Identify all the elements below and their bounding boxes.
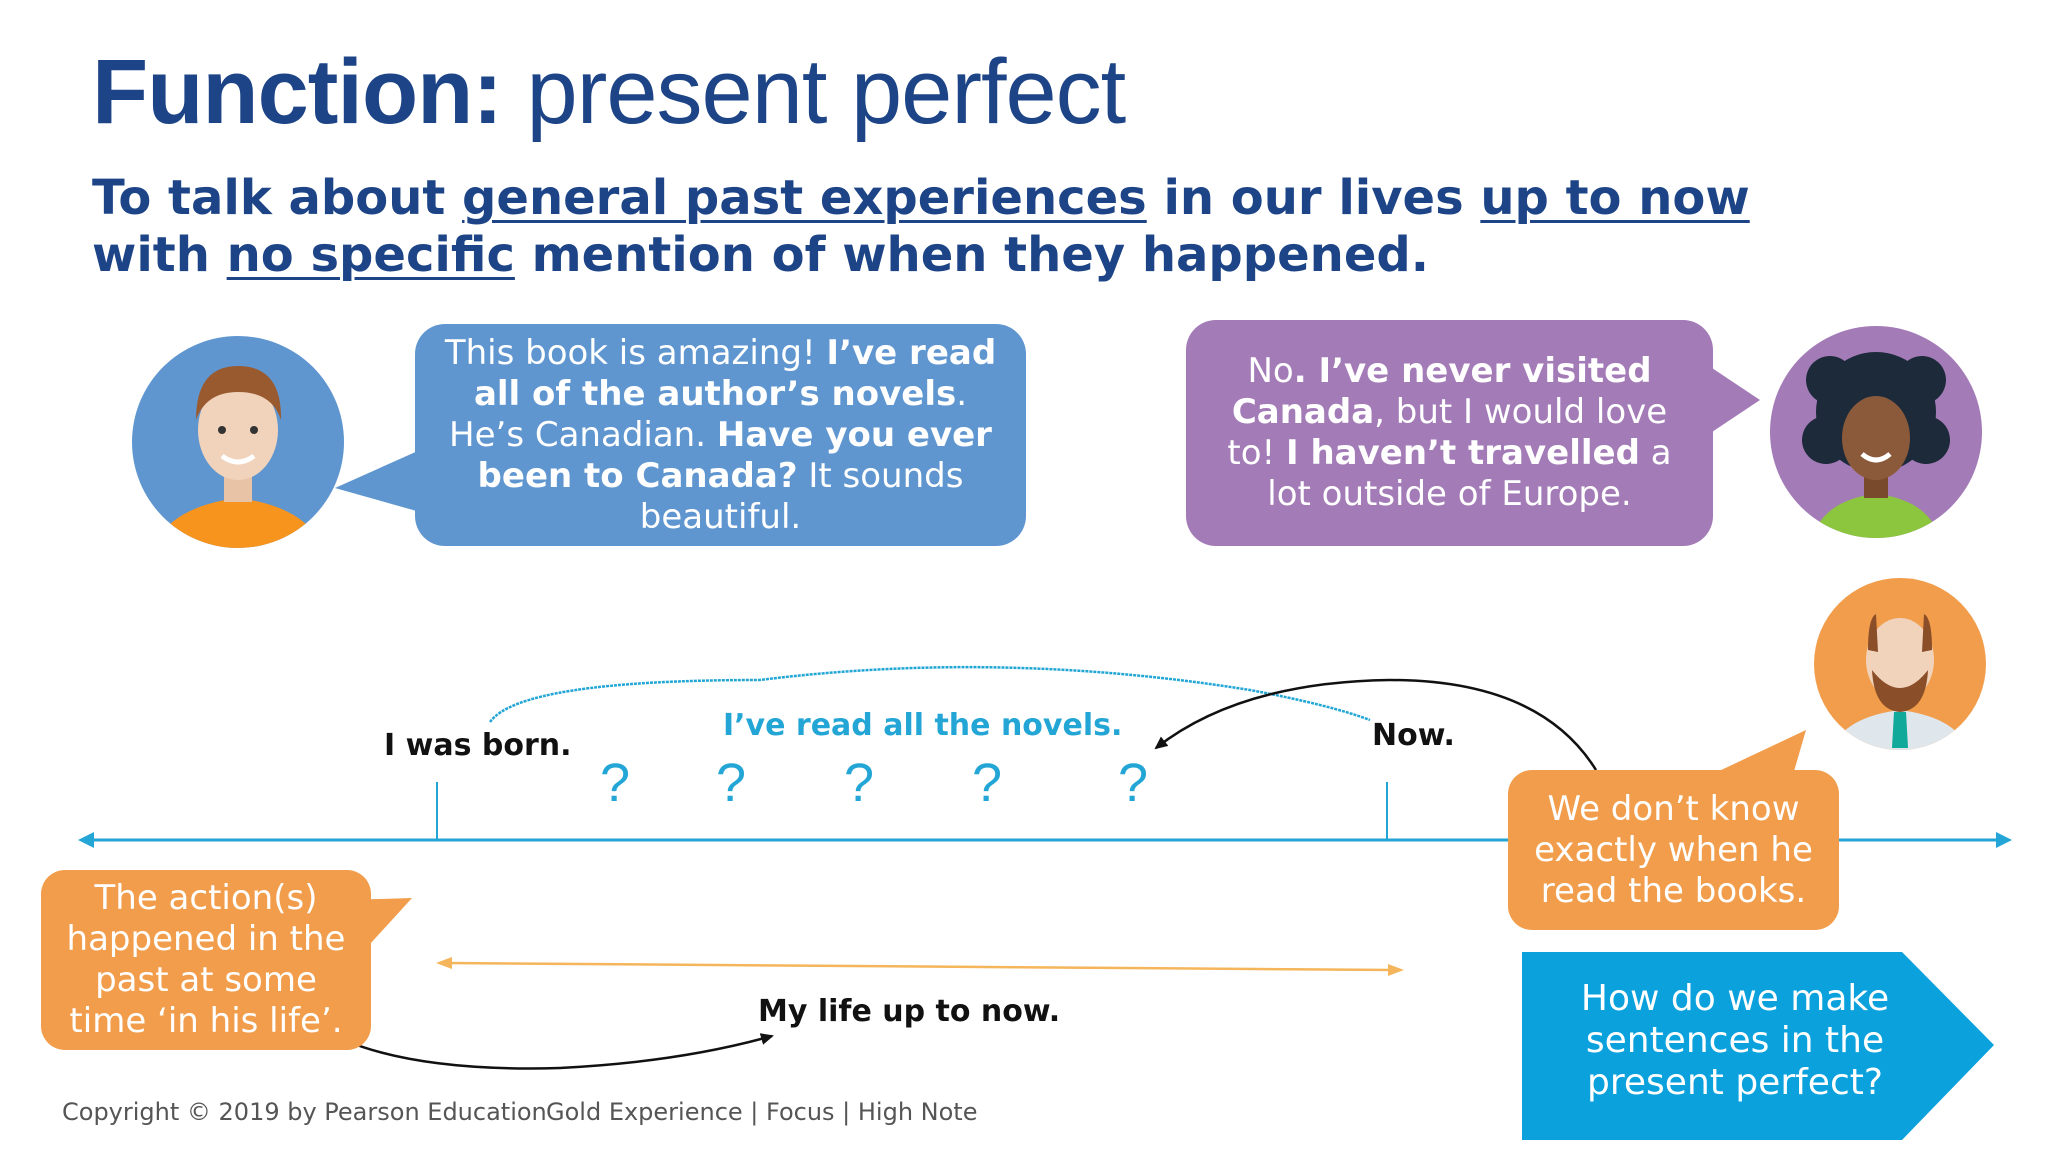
bubble-bold-text: I’ve read all of the author’s novels	[473, 332, 997, 414]
question-mark: ?	[1118, 753, 1149, 813]
purple-bubble-tail	[1700, 360, 1760, 440]
man-avatar-icon	[132, 336, 344, 548]
unknown-time-bubble: We don’t know exactly when he read the b…	[1508, 770, 1839, 930]
now-label: Now.	[1372, 718, 1455, 753]
experience-span-arc	[488, 665, 1371, 723]
function-description: To talk about general past experiences i…	[92, 170, 1750, 284]
woman-avatar-icon	[1770, 326, 1982, 538]
timeline-left-arrowhead	[78, 832, 94, 848]
man-speech-bubble: This book is amazing! I’ve read all of t…	[415, 324, 1026, 546]
next-step-arrow-shape[interactable]	[1522, 952, 1994, 1140]
title-topic: present perfect	[502, 41, 1127, 143]
life-span-right-arrowhead	[1388, 964, 1404, 976]
life-label: My life up to now.	[758, 994, 1061, 1029]
pointer-arrow-to-life	[343, 1033, 774, 1070]
timeline-right-arrowhead	[1996, 832, 2012, 848]
bubble-bold-text: . I’ve never visited Canada	[1231, 351, 1652, 432]
copyright-notice: Copyright © 2019 by Pearson Education	[62, 1098, 547, 1126]
subtitle-underlined: general past experiences	[462, 170, 1147, 226]
question-mark: ?	[972, 753, 1003, 813]
action-explanation-bubble: The action(s) happened in the past at so…	[41, 870, 371, 1050]
bubble-text: , but I would love to!	[1227, 392, 1668, 473]
page-title: Function: present perfect	[92, 40, 1127, 145]
action-explanation-text: The action(s) happened in the past at so…	[66, 878, 346, 1041]
bubble-text: This book is amazing!	[444, 332, 827, 373]
subtitle-underlined: no specific	[226, 227, 515, 283]
question-mark: ?	[716, 753, 747, 813]
subtitle-text: mention of when they happened.	[514, 227, 1429, 283]
question-mark: ?	[600, 753, 631, 813]
subtitle-text: in our lives	[1146, 170, 1481, 226]
bubble-bold-text: I haven’t travelled	[1285, 433, 1640, 473]
question-mark: ?	[844, 753, 875, 813]
bubble-text: a lot outside of Europe.	[1267, 433, 1672, 514]
bubble-bold-text: Have you ever been to Canada?	[477, 414, 992, 496]
bubble-text: No	[1247, 351, 1294, 391]
bubble-text: . He’s Canadian.	[449, 373, 968, 455]
woman-speech-bubble: No. I’ve never visited Canada, but I wou…	[1186, 320, 1713, 546]
life-span-left-arrowhead	[436, 957, 452, 969]
next-step-button-label[interactable]: How do we make sentences in the present …	[1580, 978, 1890, 1103]
subtitle-text: with	[92, 227, 227, 283]
subtitle-underlined: up to now	[1480, 170, 1750, 226]
experience-label: I’ve read all the novels.	[723, 708, 1123, 743]
blue-bubble-tail	[335, 450, 420, 512]
course-brands: Gold Experience | Focus | High Note	[546, 1098, 978, 1126]
subtitle-text: To talk about	[92, 170, 463, 226]
bearded-man-avatar-icon	[1814, 578, 1986, 750]
life-span-line	[445, 961, 1395, 972]
bubble-text: It sounds beautiful.	[639, 455, 964, 537]
unknown-time-text: We don’t know exactly when he read the b…	[1534, 788, 1813, 911]
title-function-label: Function:	[92, 41, 503, 143]
born-label: I was born.	[384, 728, 572, 763]
pointer-arrow-to-questions	[1154, 678, 1598, 771]
